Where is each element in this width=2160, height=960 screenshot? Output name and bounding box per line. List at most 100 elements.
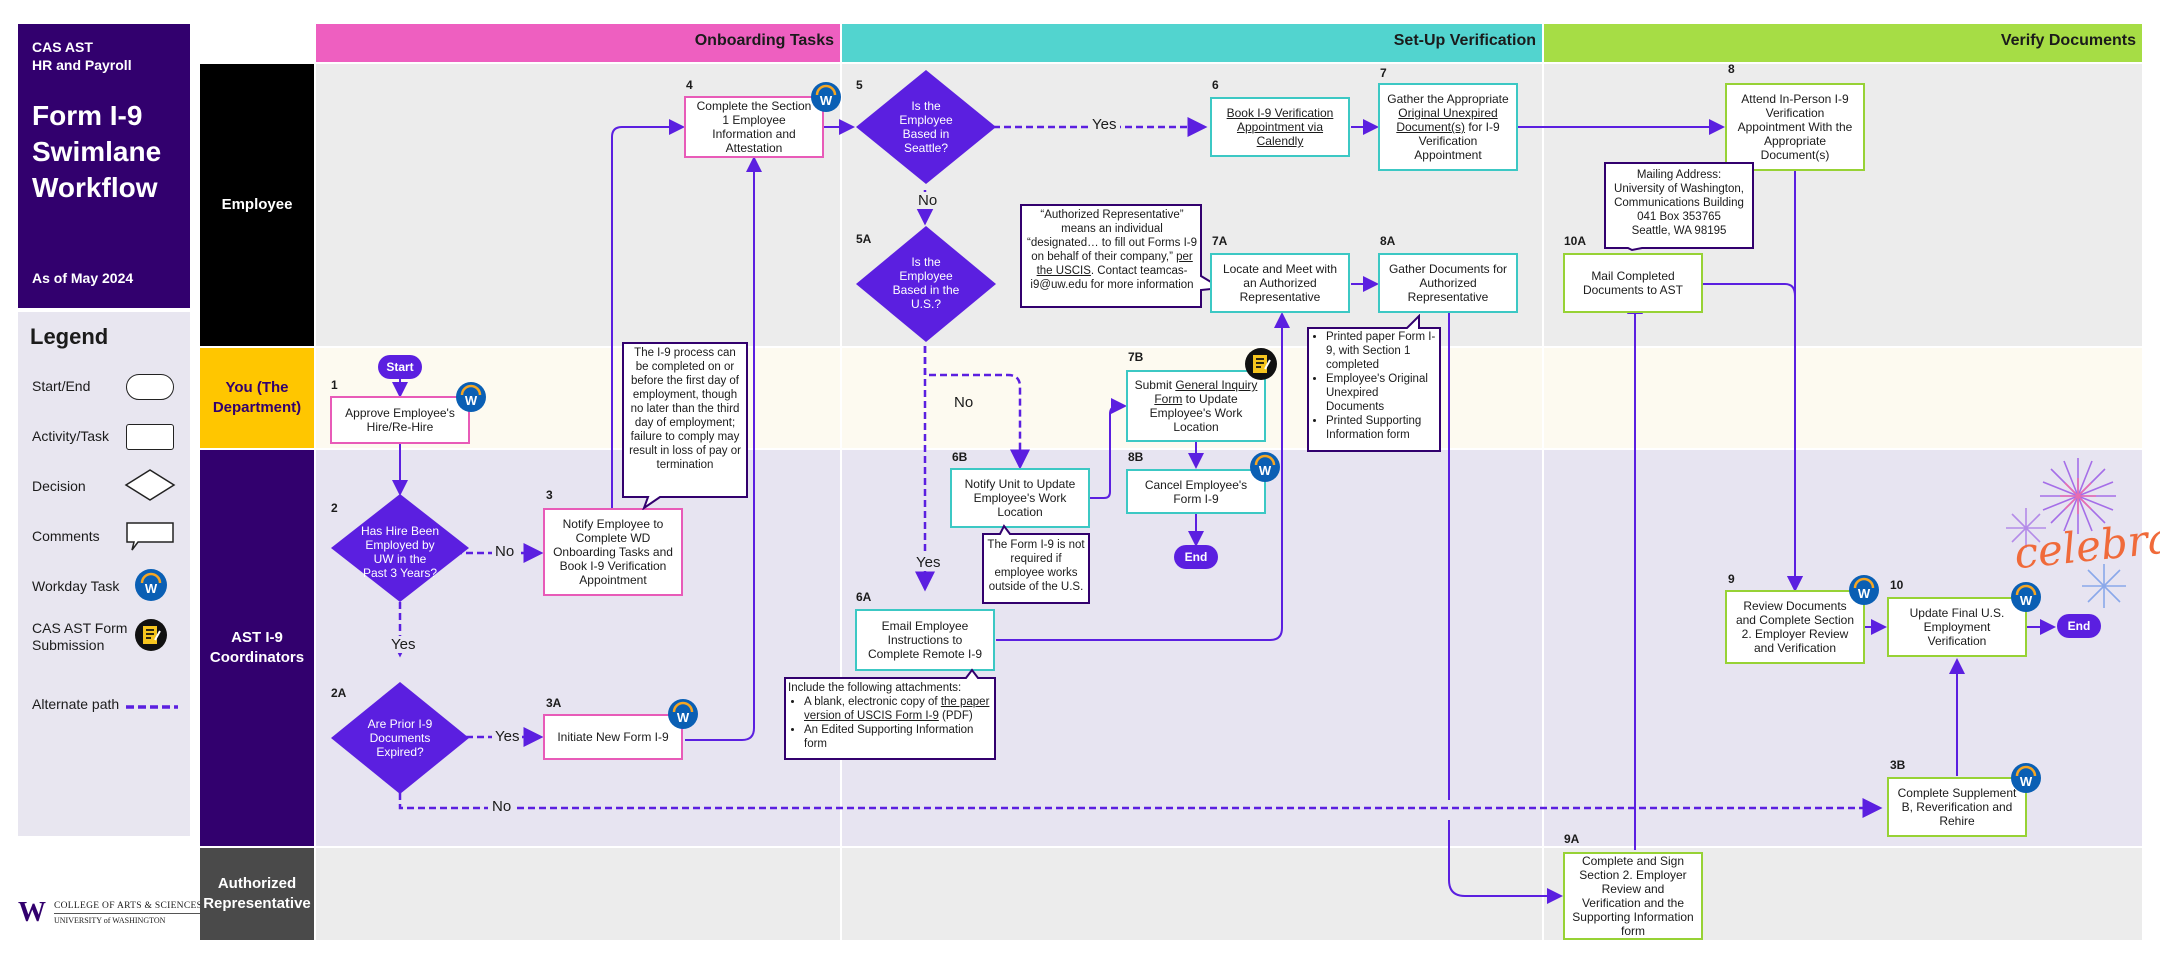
decision-diamond [331, 494, 469, 602]
legend-comments-shape [126, 522, 174, 551]
lane-you: You (The Department) [200, 348, 314, 448]
svg-text:W: W [820, 93, 833, 108]
fireworks-icon [2006, 458, 2126, 608]
step-number: 1 [331, 378, 338, 392]
svg-text:W: W [677, 710, 690, 725]
list-item: An Edited Supporting Information form [804, 723, 992, 751]
comment-documents-list: Printed paper Form I-9, with Section 1 c… [1310, 330, 1436, 442]
list-item: Employee's Original Unexpired Documents [1326, 372, 1436, 414]
legend-workday: Workday Task [32, 578, 120, 594]
step-10-final-verification: Update Final U.S. Employment Verificatio… [1887, 597, 2027, 657]
step-2a-decision: Are Prior I-9 Documents Expired? [367, 717, 433, 759]
legend-comments: Comments [32, 528, 100, 544]
step-8-attend-appointment: Attend In-Person I-9 Verification Appoin… [1725, 83, 1865, 171]
workday-icon: W [1849, 575, 1879, 605]
step-number: 7B [1128, 350, 1144, 364]
phase-verify: Verify Documents [1544, 24, 2142, 62]
legend-alternate-line [126, 705, 178, 709]
step-number: 2 [331, 501, 338, 515]
step-number: 3A [546, 696, 562, 710]
lane-rep: Authorized Representative [200, 848, 314, 940]
uw-logo: W COLLEGE OF ARTS & SCIENCES UNIVERSITY … [18, 898, 218, 928]
comment-callout [982, 524, 1090, 604]
end-terminal: End [2057, 614, 2101, 638]
phase-setup: Set-Up Verification [842, 24, 1542, 62]
step-9a-sign-section2: Complete and Sign Section 2. Employer Re… [1563, 852, 1703, 940]
lane-rep-bg [316, 848, 2142, 940]
list-item: Printed paper Form I-9, with Section 1 c… [1326, 330, 1436, 372]
step-number: 10 [1890, 578, 1904, 592]
step-7-gather-documents: Gather the Appropriate Original Unexpire… [1378, 83, 1518, 171]
step-7b-submit-inquiry: Submit General Inquiry Form to Update Em… [1126, 370, 1266, 442]
lane-employee: Employee [200, 64, 314, 346]
legend-decision: Decision [32, 478, 86, 494]
legend-activity-shape [126, 424, 174, 450]
legend-start-end-shape [126, 374, 174, 400]
step-number: 10A [1564, 234, 1587, 248]
step-number: 7 [1380, 66, 1387, 80]
legend-start-end: Start/End [32, 378, 91, 394]
svg-text:W: W [1858, 586, 1871, 601]
step-number: 8 [1728, 62, 1735, 76]
step-5a-decision: Is the Employee Based in the U.S.? [892, 255, 960, 311]
decision-diamond [856, 226, 996, 342]
workday-icon: W [2011, 582, 2041, 612]
phase-divider [840, 24, 842, 940]
legend-decision-shape [124, 469, 176, 501]
as-of-date: As of May 2024 [32, 270, 134, 286]
step-number: 4 [686, 78, 693, 92]
step-number: 6B [952, 450, 968, 464]
step-number: 2A [331, 686, 347, 700]
cas-form-icon [135, 619, 167, 651]
svg-text:W: W [2020, 593, 2033, 608]
edge-label-yes: Yes [912, 554, 945, 571]
lane-ast: AST I-9 Coordinators [200, 450, 314, 846]
cas-form-icon [1245, 348, 1277, 380]
step-number: 3B [1890, 758, 1906, 772]
end-terminal: End [1174, 545, 1218, 569]
step-3b-supplement-b: Complete Supplement B, Reverification an… [1887, 777, 2027, 837]
workday-icon: W [135, 569, 167, 601]
edge-label-no: No [488, 798, 516, 815]
step-number: 6A [856, 590, 872, 604]
edge-label-no: No [950, 394, 978, 411]
step-6-book-appointment: Book I-9 Verification Appointment via Ca… [1210, 97, 1350, 157]
legend-activity: Activity/Task [32, 428, 110, 444]
comment-not-required: The Form I-9 is not required if employee… [987, 539, 1085, 593]
start-terminal: Start [378, 355, 422, 379]
workday-icon: W [811, 82, 841, 112]
step-6a-email-instructions: Email Employee Instructions to Complete … [855, 609, 995, 671]
uw-w-mark: W [18, 897, 46, 928]
step-7a-meet-rep: Locate and Meet with an Authorized Repre… [1210, 253, 1350, 313]
decision-diamond [331, 682, 469, 794]
step-4-section1: Complete the Section 1 Employee Informat… [684, 96, 824, 158]
svg-text:W: W [465, 393, 478, 408]
step-1-approve-hire: Approve Employee's Hire/Re-Hire [330, 396, 470, 444]
workday-icon: W [1250, 452, 1280, 482]
step-2-decision: Has Hire Been Employed by UW in the Past… [360, 524, 440, 580]
comment-callout [1307, 314, 1441, 452]
comment-callout [1604, 162, 1754, 252]
edge-label-no: No [915, 192, 941, 209]
decision-diamond [856, 70, 996, 184]
step-number: 8A [1380, 234, 1396, 248]
logo-university: UNIVERSITY of WASHINGTON [54, 916, 166, 925]
legend: Legend Start/End Activity/Task Decision … [18, 312, 190, 836]
legend-title: Legend [30, 324, 109, 349]
step-8a-gather-for-rep: Gather Documents for Authorized Represen… [1378, 253, 1518, 313]
workday-icon: W [668, 699, 698, 729]
step-number: 3 [546, 488, 553, 502]
phase-onboarding: Onboarding Tasks [316, 24, 840, 62]
comment-attachments: Include the following attachments: A bla… [788, 681, 992, 751]
step-number: 5A [856, 232, 872, 246]
step-8b-cancel-form: Cancel Employee's Form I-9 [1126, 469, 1266, 514]
step-9-review-documents: Review Documents and Complete Section 2.… [1725, 590, 1865, 664]
step-number: 9 [1728, 572, 1735, 586]
edge-label-yes: Yes [492, 728, 523, 745]
legend-alternate: Alternate path [32, 696, 120, 712]
svg-text:W: W [1259, 463, 1272, 478]
comment-callout [622, 342, 748, 510]
step-6b-notify-unit: Notify Unit to Update Employee's Work Lo… [950, 468, 1090, 528]
